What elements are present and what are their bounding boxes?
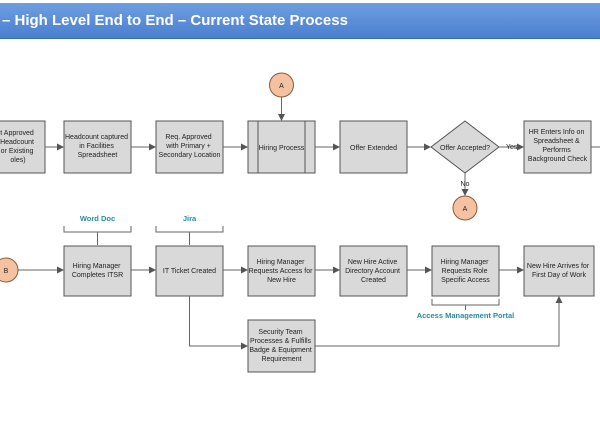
- step-approved-headcount-text: t Approved Headcount or Existing oles): [0, 130, 36, 164]
- step-it-ticket-created-text: IT Ticket Created: [163, 268, 216, 275]
- label-jira: Jira: [183, 214, 197, 223]
- step-request-access: [247, 245, 316, 297]
- step-headcount-captured: [63, 120, 132, 174]
- connector-a-top: [269, 72, 294, 98]
- step-req-approved-text: Req. Approved with Primary + Secondary L…: [159, 134, 221, 159]
- step-ad-account-created-text: New Hire Active Directory Account Create…: [345, 259, 402, 284]
- step-hiring-process: [247, 120, 316, 174]
- step-role-specific-access-text: Hiring Manager Requests Role Specific Ac…: [441, 259, 491, 284]
- connector-a-bottom-label: A: [463, 206, 468, 213]
- step-first-day-text: New Hire Arrives for First Day of Work: [527, 263, 591, 279]
- no-label: No: [461, 181, 470, 188]
- step-security-team-text: Security Team Processes & Fulfills Badge…: [249, 329, 313, 363]
- connector-a-bottom: [452, 195, 478, 221]
- step-request-access-text: Hiring Manager Requests Access for New H…: [249, 259, 315, 284]
- yes-label: Yes: [506, 144, 518, 151]
- step-hiring-process-text: Hiring Process: [259, 145, 305, 152]
- step-offer-extended-text: Offer Extended: [350, 145, 397, 152]
- step-headcount-captured-text: Headcount captured in Facilities Spreads…: [65, 134, 130, 159]
- step-first-day: [523, 245, 595, 297]
- step-req-approved: [155, 120, 224, 174]
- step-hiring-manager-itsr: [63, 245, 132, 297]
- connector-b-label: B: [4, 268, 9, 275]
- step-hiring-manager-itsr-text: Hiring Manager Completes ITSR: [72, 263, 123, 279]
- step-approved-headcount: [0, 120, 46, 174]
- label-access-portal: Access Management Portal: [417, 311, 515, 320]
- step-it-ticket-created: [155, 245, 224, 297]
- step-ad-account-created: [339, 245, 408, 297]
- connector-a-top-label: A: [279, 83, 284, 90]
- label-word-doc: Word Doc: [80, 214, 115, 223]
- decision-offer-accepted-text: Offer Accepted?: [440, 145, 490, 152]
- title-bar: – High Level End to End – Current State …: [0, 3, 600, 39]
- page-title: – High Level End to End – Current State …: [2, 12, 348, 29]
- step-security-team: [247, 319, 316, 373]
- step-offer-extended: [339, 120, 408, 174]
- step-hr-enters-info-text: HR Enters Info on Spreadsheet & Performs…: [528, 129, 588, 163]
- step-role-specific-access: [431, 245, 500, 297]
